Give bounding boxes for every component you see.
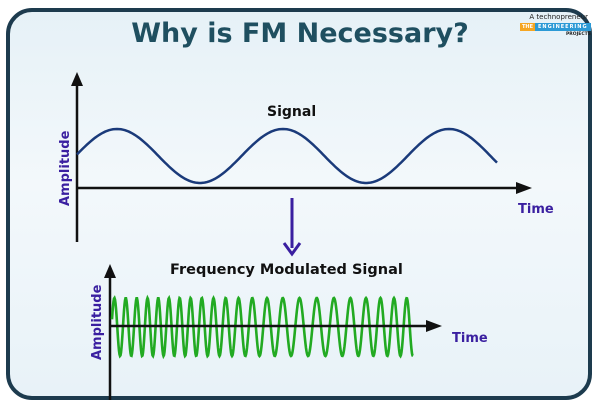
logo-engineering: ENGINEERING: [535, 23, 591, 31]
logo-the: THE: [520, 23, 536, 31]
logo-tagline: A technopreneur: [529, 13, 588, 21]
bottom-y-label: Amplitude: [90, 284, 105, 360]
down-arrow-icon: [282, 242, 302, 257]
top-x-label: Time: [518, 202, 554, 217]
signal-title: Signal: [267, 104, 317, 120]
fm-wave: [110, 294, 414, 360]
logo-projects: PROJECTS: [566, 32, 591, 37]
top-y-label: Amplitude: [58, 130, 73, 206]
logo: A technopreneur THE ENGINEERING PROJECTS: [512, 12, 592, 46]
fm-title: Frequency Modulated Signal: [170, 262, 403, 278]
page-title: Why is FM Necessary?: [131, 18, 469, 49]
bottom-x-label: Time: [452, 331, 488, 346]
bottom-x-arrowhead: [426, 320, 442, 332]
top-y-arrowhead: [71, 72, 83, 86]
top-x-arrowhead: [516, 182, 532, 194]
signal-wave: [76, 127, 498, 185]
frame: [6, 8, 592, 400]
bottom-y-arrowhead: [104, 264, 116, 278]
